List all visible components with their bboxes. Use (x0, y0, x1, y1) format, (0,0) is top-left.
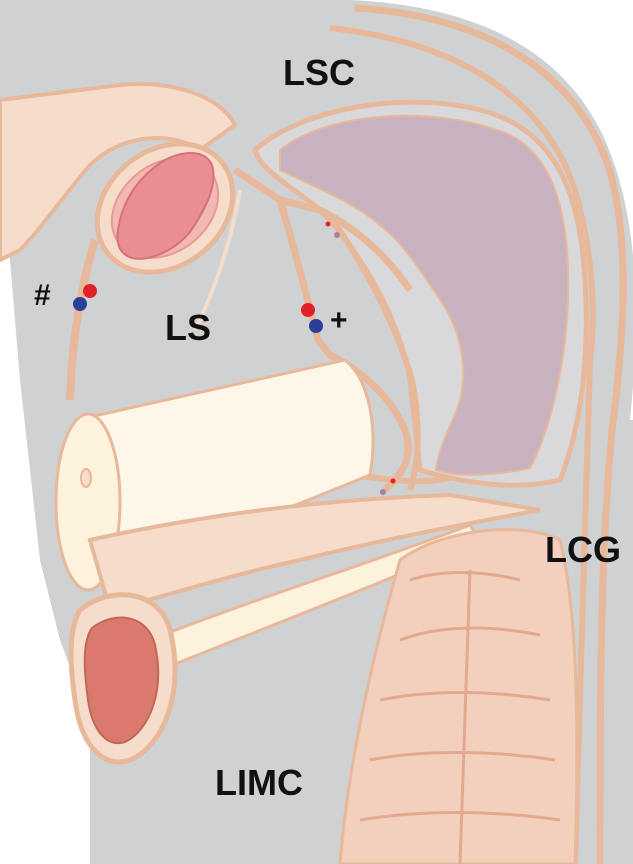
label-ls: LS (165, 307, 211, 348)
artery-dot (301, 303, 315, 317)
vein-dot (73, 297, 87, 311)
bone-foramen (81, 469, 91, 487)
label-lcg: LCG (545, 529, 621, 570)
vein-dot (309, 319, 323, 333)
artery-dot (326, 222, 331, 227)
vein-dot (334, 232, 340, 238)
label-hash: # (34, 279, 51, 312)
label-lsc: LSC (283, 52, 355, 93)
vein-dot (380, 489, 386, 495)
label-limc: LIMC (215, 762, 303, 803)
artery-dot (83, 284, 97, 298)
label-plus: + (330, 304, 348, 337)
artery-dot (391, 479, 396, 484)
